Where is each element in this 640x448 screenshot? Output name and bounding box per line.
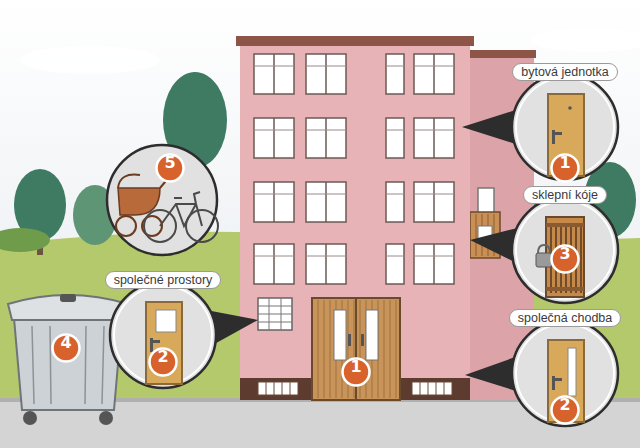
number-text: 1	[341, 357, 371, 376]
windows	[254, 54, 454, 284]
pram-bike-callout	[107, 145, 218, 255]
callout-bubble: společná chodba2	[510, 318, 620, 428]
number-text: 2	[148, 347, 178, 366]
callout-label: sklepní kóje	[523, 186, 607, 204]
callout-number: 4	[51, 333, 81, 363]
callout-label: bytová jednotka	[512, 63, 618, 81]
callout-bubble: bytová jednotka1	[510, 72, 620, 182]
callout-number: 1	[550, 153, 580, 183]
main-building	[236, 36, 474, 400]
number-text: 5	[155, 153, 185, 172]
callout-label: společná chodba	[509, 309, 622, 327]
cloud	[20, 46, 160, 74]
callout-number: 5	[155, 153, 185, 183]
number-text: 3	[550, 244, 580, 263]
callout-number: 1	[341, 357, 371, 387]
cloud	[530, 28, 640, 52]
callout-number: 2	[148, 347, 178, 377]
number-text: 2	[550, 395, 580, 414]
callout-bubble: společné prostory2	[108, 280, 218, 390]
callout-bubble: sklepní kóje3	[510, 195, 620, 305]
waste-container	[8, 294, 128, 425]
number-text: 4	[51, 333, 81, 352]
callout-number: 2	[550, 395, 580, 425]
callout-number: 3	[550, 244, 580, 274]
number-text: 1	[550, 153, 580, 172]
callout-label: společné prostory	[105, 271, 222, 289]
